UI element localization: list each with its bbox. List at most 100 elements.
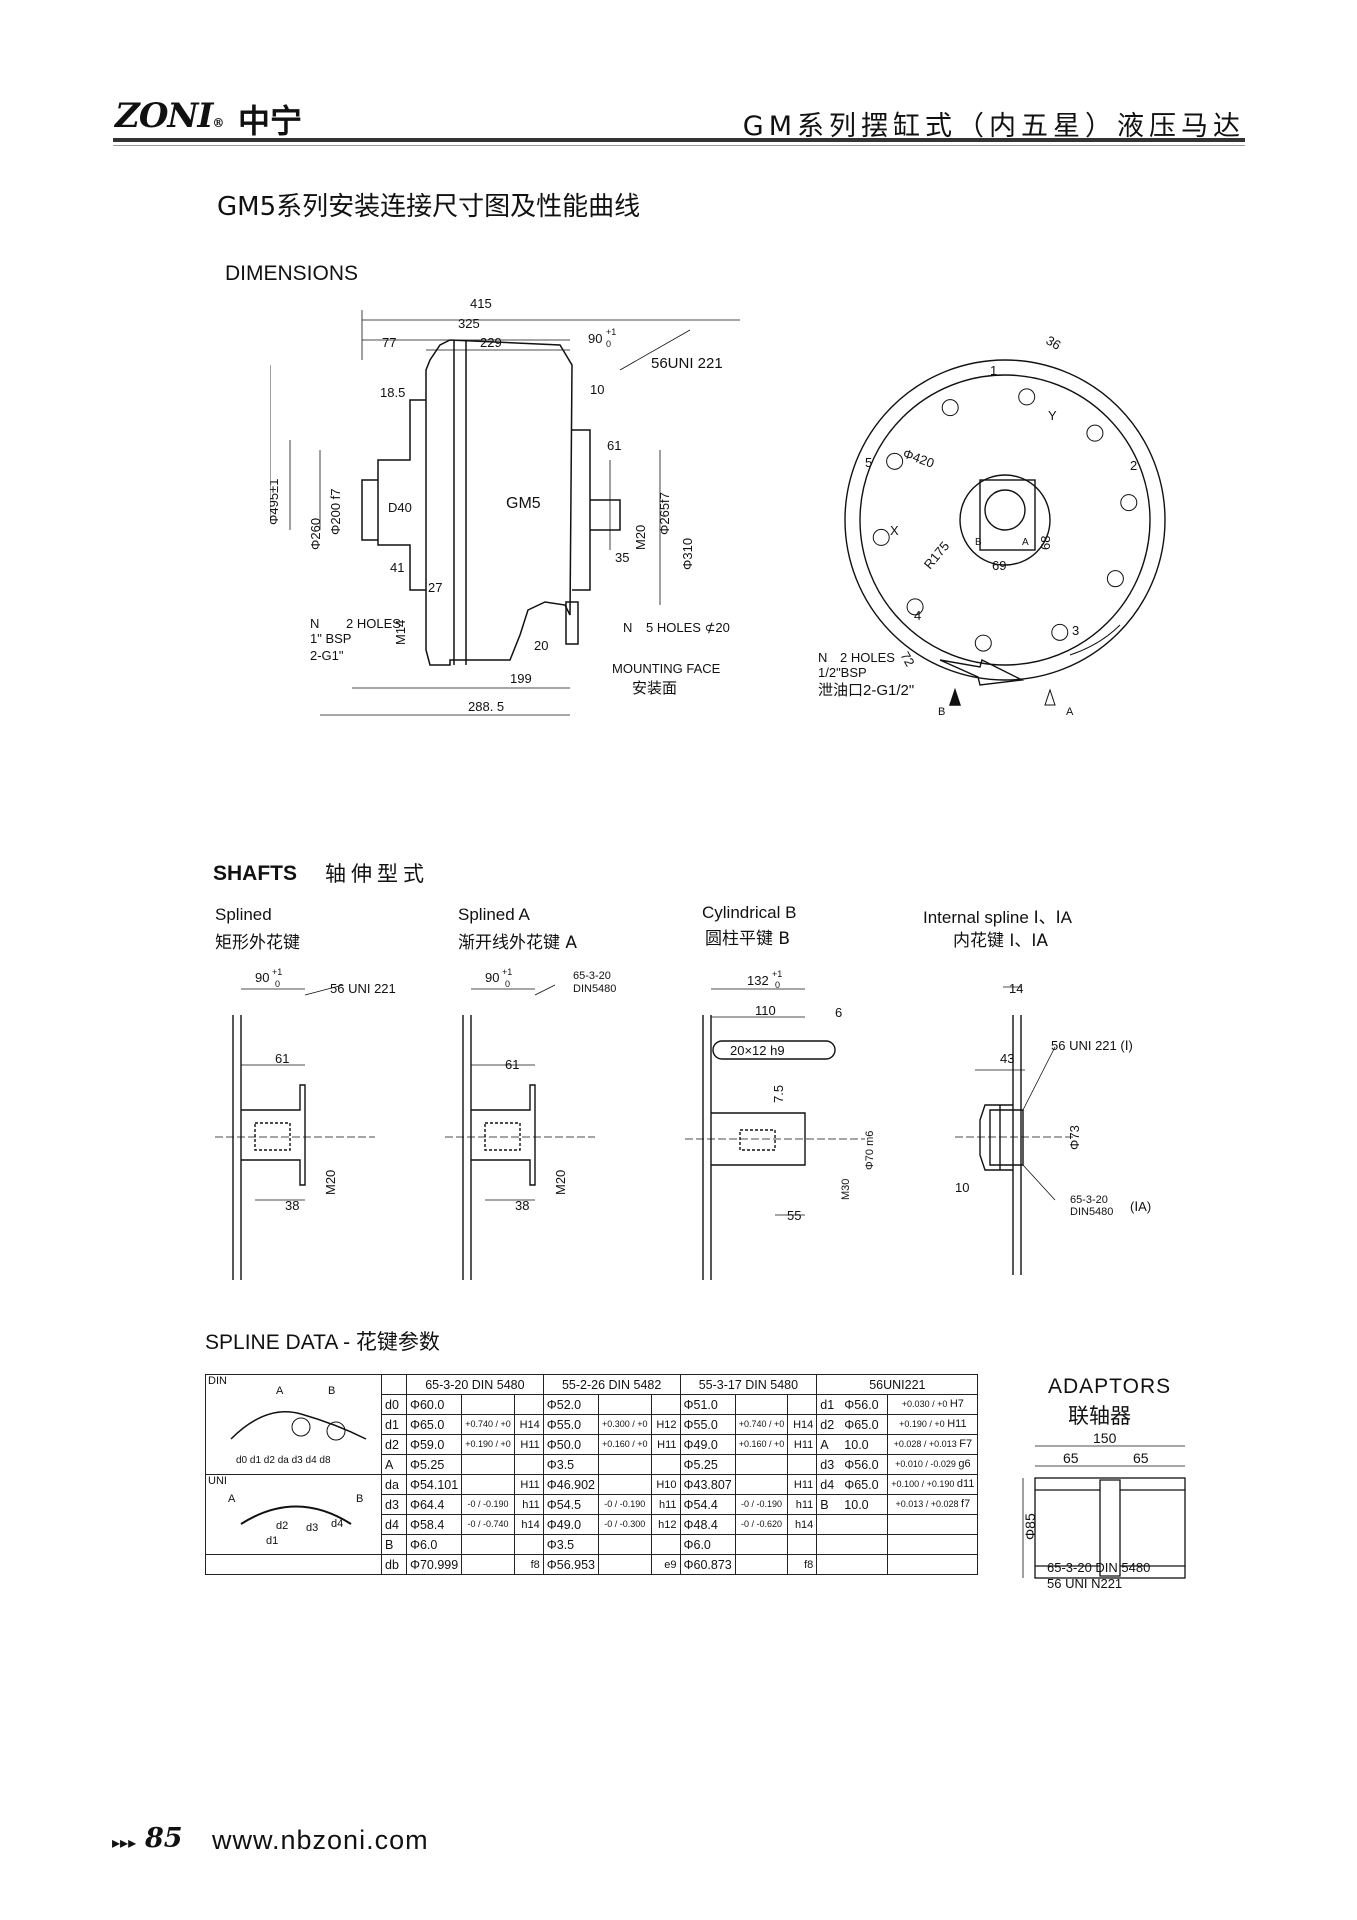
svg-text:20: 20: [534, 638, 548, 653]
svg-text:415: 415: [470, 296, 492, 311]
svg-text:1" BSP: 1" BSP: [310, 631, 351, 646]
svg-text:Φ495±1: Φ495±1: [270, 479, 281, 525]
spline-col-head: 65-3-20 DIN 5480: [406, 1374, 544, 1395]
spline-col-head: 55-2-26 DIN 5482: [542, 1374, 681, 1395]
svg-text:72: 72: [897, 649, 917, 669]
svg-text:+1: +1: [606, 327, 616, 337]
svg-text:61: 61: [505, 1057, 519, 1072]
spline-col-head: 55-3-17 DIN 5480: [679, 1374, 818, 1395]
svg-text:B: B: [938, 706, 945, 718]
adaptor-drawing: 150 65 65 Φ85 65-3-20 DIN 5480 56 UNI N2…: [1022, 1430, 1186, 1591]
bolt-hole: [974, 634, 992, 652]
svg-text:0: 0: [775, 980, 780, 990]
shaft-4-drawing: 14 43 56 UNI 221 (Ⅰ) Φ73 10 65-3-20 DIN5…: [955, 981, 1151, 1275]
dimensions-heading: DIMENSIONS: [225, 262, 359, 285]
svg-text:55: 55: [787, 1208, 801, 1223]
bolt-hole: [872, 528, 890, 546]
svg-text:安装面: 安装面: [632, 680, 677, 697]
svg-text:56 UNI 221 (Ⅰ): 56 UNI 221 (Ⅰ): [1051, 1038, 1133, 1053]
header-title: GM系列摆缸式（内五星）液压马达: [742, 111, 1245, 142]
adaptors-heading-cn: 联轴器: [1068, 1404, 1131, 1428]
svg-text:90: 90: [485, 970, 499, 985]
svg-text:(ⅠA): (ⅠA): [1130, 1199, 1151, 1214]
spline-heading: SPLINE DATA - 花键参数: [205, 1331, 440, 1354]
bolt-hole: [1106, 570, 1124, 588]
svg-text:D40: D40: [388, 500, 412, 515]
svg-text:20×12 h9: 20×12 h9: [730, 1043, 785, 1058]
svg-text:Φ200 f7: Φ200 f7: [328, 488, 343, 535]
svg-text:90: 90: [588, 331, 602, 346]
svg-text:DIN5480: DIN5480: [573, 983, 616, 995]
svg-text:Φ85: Φ85: [1022, 1513, 1038, 1540]
shaft-2-name-cn: 渐开线外花键 A: [458, 933, 578, 953]
svg-text:325: 325: [458, 316, 480, 331]
svg-text:43: 43: [1000, 1051, 1014, 1066]
svg-text:65-3-20: 65-3-20: [573, 970, 611, 982]
svg-text:69: 69: [992, 558, 1006, 573]
svg-text:5 HOLES ⊄20: 5 HOLES ⊄20: [646, 620, 730, 635]
svg-text:0: 0: [606, 339, 611, 349]
svg-text:61: 61: [275, 1051, 289, 1066]
svg-text:65-3-20 DIN 5480: 65-3-20 DIN 5480: [1047, 1560, 1150, 1575]
svg-text:68: 68: [1038, 536, 1053, 550]
shaft-3-drawing: 132 +1 0 110 6 20×12 h9 7.5 M30 Φ70 m6 5…: [685, 969, 876, 1280]
shaft-1-name: Splined: [215, 905, 272, 924]
svg-text:38: 38: [515, 1198, 529, 1213]
shaft-4-name-cn: 内花键 Ⅰ、ⅠA: [953, 931, 1049, 951]
svg-text:14: 14: [1009, 981, 1023, 996]
svg-text:90: 90: [255, 970, 269, 985]
svg-text:229: 229: [480, 335, 502, 350]
svg-text:DIN5480: DIN5480: [1070, 1206, 1113, 1218]
svg-text:Φ420: Φ420: [901, 446, 936, 471]
shaft-1-drawing: 90 +1 0 56 UNI 221 61 M20 38: [215, 967, 396, 1280]
svg-text:M20: M20: [633, 525, 648, 550]
svg-text:+1: +1: [272, 967, 282, 977]
svg-text:2: 2: [1130, 458, 1137, 473]
front-view-drawing: 36 1 2 3 4 5 Y X Φ420 R175 69 68 B A 72 …: [818, 333, 1166, 718]
svg-text:65-3-20: 65-3-20: [1070, 1194, 1108, 1206]
svg-text:M30: M30: [840, 1179, 852, 1200]
svg-text:56UNI 221: 56UNI 221: [651, 355, 723, 372]
svg-text:+1: +1: [502, 967, 512, 977]
svg-text:Φ310: Φ310: [680, 538, 695, 570]
adaptors-heading: ADAPTORS: [1048, 1375, 1172, 1398]
bolt-hole: [941, 399, 959, 417]
svg-text:N: N: [623, 620, 632, 635]
svg-text:36: 36: [1044, 333, 1064, 353]
svg-text:泄油口2-G1/2": 泄油口2-G1/2": [818, 682, 914, 699]
svg-text:65: 65: [1063, 1450, 1079, 1466]
svg-text:N: N: [310, 616, 319, 631]
shaft-2-name: Splined A: [458, 905, 530, 924]
header-rule: [113, 138, 1245, 142]
svg-text:18.5: 18.5: [380, 385, 405, 400]
svg-text:61: 61: [607, 438, 621, 453]
svg-text:B: B: [975, 537, 982, 548]
svg-text:7.5: 7.5: [771, 1085, 786, 1103]
shaft-3-name: Cylindrical B: [702, 903, 797, 922]
footer-url: www.nbzoni.com: [212, 1825, 429, 1855]
svg-text:38: 38: [285, 1198, 299, 1213]
bolt-hole: [1120, 494, 1138, 512]
svg-text:1: 1: [990, 363, 997, 378]
svg-text:Φ265f7: Φ265f7: [657, 492, 672, 535]
shaft-3-name-cn: 圆柱平键 B: [705, 929, 791, 949]
svg-text:4: 4: [914, 608, 921, 623]
svg-text:A: A: [1066, 706, 1074, 718]
svg-text:GM5: GM5: [506, 495, 541, 512]
svg-text:0: 0: [505, 979, 510, 989]
side-view-drawing: 415 325 77 229 90 +1 0 56UNI 221 18.5 10…: [270, 296, 740, 716]
shaft-4-name: Internal spline Ⅰ、ⅠA: [923, 908, 1072, 927]
bolt-hole: [886, 452, 904, 470]
shafts-heading: SHAFTS: [213, 862, 297, 885]
svg-text:150: 150: [1093, 1430, 1117, 1446]
svg-text:56 UNI 221: 56 UNI 221: [330, 981, 396, 996]
svg-text:110: 110: [755, 1003, 776, 1018]
shaft-2-drawing: 90 +1 0 65-3-20 DIN5480 61 M20 38: [445, 967, 616, 1280]
svg-text:A: A: [1022, 537, 1029, 548]
